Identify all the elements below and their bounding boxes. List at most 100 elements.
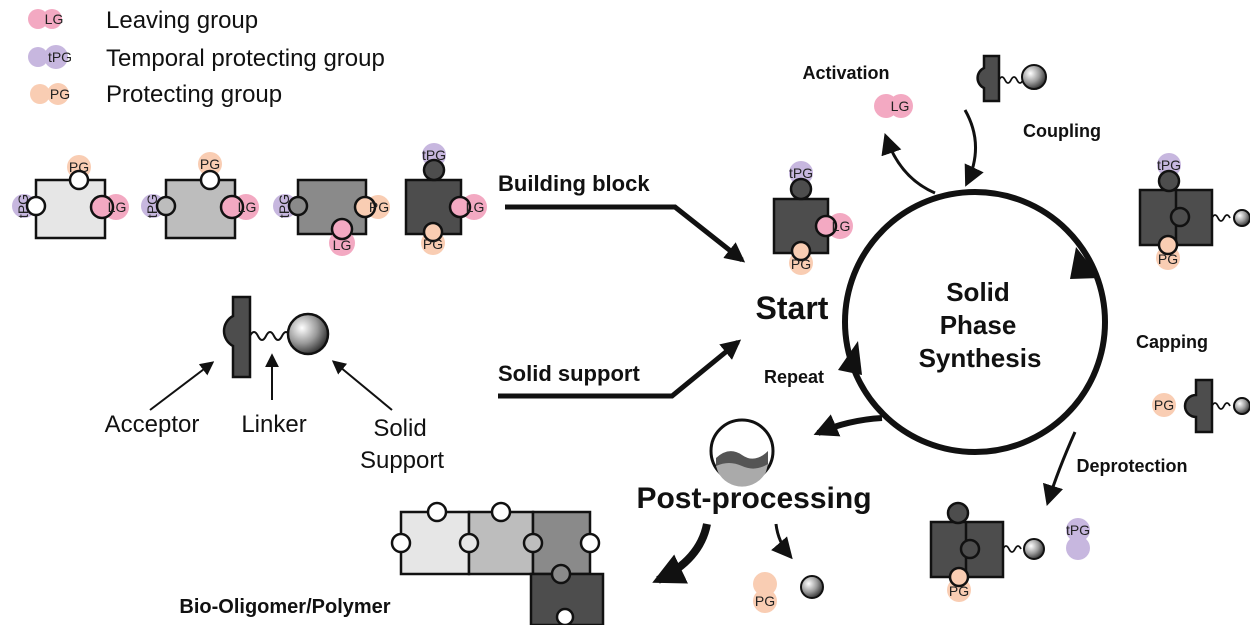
building-block-piece-3: tPG LG PG — [273, 178, 390, 256]
bio-oligomer-product — [390, 501, 605, 625]
puzzle-knob-icon — [959, 538, 981, 560]
solid-support-bead-icon — [1233, 397, 1250, 415]
deprotection-released-tpg: tPG — [1066, 518, 1090, 560]
lg-badge-icon-part — [889, 94, 913, 118]
solid-support-construct — [222, 295, 330, 379]
puzzle-knob-icon — [219, 194, 245, 220]
puzzle-knob-icon — [448, 195, 472, 219]
cycle-title-line3: Synthesis — [919, 343, 1042, 373]
badge-text-lg: LG — [466, 199, 485, 215]
badge-text-lg: LG — [333, 237, 352, 253]
protecting-group-badge-icon — [30, 84, 50, 104]
cycle-title-line1: Solid — [946, 277, 1010, 307]
puzzle-knob-icon — [89, 194, 115, 220]
activation-label: Activation — [802, 63, 889, 83]
cycle-ring — [842, 189, 1108, 455]
repeat-label: Repeat — [764, 367, 824, 387]
legend-label-leaving-group: Leaving group — [106, 7, 258, 34]
product-label: Bio-Oligomer/Polymer — [179, 596, 390, 618]
puzzle-knob-icon — [330, 217, 354, 241]
building-block-label: Building block — [498, 171, 650, 196]
acceptor-icon — [976, 54, 1001, 103]
coupling-arrow — [963, 109, 984, 187]
puzzle-knob-icon — [1157, 169, 1181, 193]
cycle-arrowhead-icon — [838, 341, 862, 375]
puzzle-knob-icon — [550, 563, 572, 585]
badge-text-lg: LG — [238, 199, 257, 215]
post-processing-byproduct-arrow — [771, 523, 793, 560]
solid-support-bead-icon — [1233, 209, 1250, 227]
badge-text-tpg: tPG — [422, 147, 446, 163]
solid-support-bead-icon — [1023, 538, 1045, 560]
pg-badge-icon — [753, 572, 777, 596]
badge-text-tpg: tPG — [144, 194, 160, 218]
protecting-group-badge-icon-part — [47, 83, 69, 105]
cycle-title-line2: Phase — [940, 310, 1017, 340]
badge-text-lg: LG — [108, 199, 127, 215]
badge-text-pg: PG — [791, 256, 811, 272]
linker-label: Linker — [241, 411, 306, 438]
legend-badge-text: PG — [50, 86, 70, 102]
legend-label-protecting-group: Protecting group — [106, 81, 282, 108]
puzzle-knob-icon — [458, 532, 480, 554]
cycle-arrowhead-icon — [1070, 247, 1100, 279]
legend-label-temporal-protecting-group: Temporal protecting group — [106, 45, 385, 72]
linker-icon — [1211, 214, 1231, 222]
pg-badge-icon — [1152, 393, 1176, 417]
legend-item-temporal-protecting-group: tPG Temporal protecting group — [28, 45, 385, 72]
puzzle-socket-icon — [555, 607, 575, 625]
puzzle-knob-icon — [790, 240, 812, 262]
puzzle-knob-icon — [789, 177, 813, 201]
activation-arrow — [881, 133, 936, 195]
solid-support-label-line2: Support — [360, 447, 444, 474]
badge-text-tpg: tPG — [789, 165, 813, 181]
badge-text-pg: PG — [200, 156, 220, 172]
pg-badge-icon — [198, 152, 222, 176]
legend: LG Leaving group tPG Temporal protecting… — [28, 7, 385, 108]
deprotection-arrow — [1042, 431, 1077, 507]
puzzle-knob-icon — [814, 214, 838, 238]
puzzle-socket-icon — [490, 501, 512, 523]
badge-text-tpg: tPG — [1157, 157, 1181, 173]
linker-icon — [249, 331, 291, 341]
leaving-group-badge-icon — [28, 9, 48, 29]
puzzle-knob-icon — [1169, 206, 1191, 228]
puzzle-knob-icon — [946, 501, 970, 525]
badge-text-lg: LG — [891, 98, 910, 114]
badge-text-pg: PG — [1158, 251, 1178, 267]
tpg-badge-icon — [789, 161, 813, 185]
puzzle-socket-icon — [25, 195, 47, 217]
legend-item-leaving-group: LG Leaving group — [28, 7, 258, 34]
building-block-piece-2: PG tPG LG — [141, 152, 259, 240]
start-label: Start — [756, 290, 829, 326]
coupling-support — [976, 54, 1047, 103]
puzzle-socket-icon — [579, 532, 601, 554]
post-processing-to-product-arrow — [652, 523, 711, 584]
badge-text-tpg: tPG — [1066, 522, 1090, 538]
puzzle-socket-icon — [390, 532, 412, 554]
capping-label: Capping — [1136, 332, 1208, 352]
puzzle-socket-icon — [68, 169, 90, 191]
badge-text-lg: LG — [832, 218, 851, 234]
deprotected-product: PG — [929, 501, 1045, 602]
deprotection-label: Deprotection — [1076, 456, 1187, 476]
temporal-protecting-group-badge-icon — [28, 47, 48, 67]
solid-support-bead-icon — [1021, 64, 1047, 90]
start-building-block: tPG LG PG — [772, 161, 853, 275]
badge-text-pg: PG — [69, 159, 89, 175]
tpg-badge-icon — [1157, 153, 1181, 177]
linker-icon — [1002, 545, 1022, 553]
temporal-protecting-group-badge-icon-part — [44, 45, 68, 69]
solid-support-pointer-arrow — [331, 360, 393, 411]
puzzle-knob-icon — [522, 532, 544, 554]
puzzle-knob-icon — [422, 221, 444, 243]
acceptor-icon — [222, 295, 252, 379]
linker-icon — [1211, 402, 1231, 410]
tpg-badge-icon — [1066, 518, 1090, 542]
legend-badge-text: LG — [45, 11, 64, 27]
puzzle-knob-icon — [155, 195, 177, 217]
released-pg: PG — [753, 572, 777, 613]
linker-icon — [998, 76, 1024, 84]
